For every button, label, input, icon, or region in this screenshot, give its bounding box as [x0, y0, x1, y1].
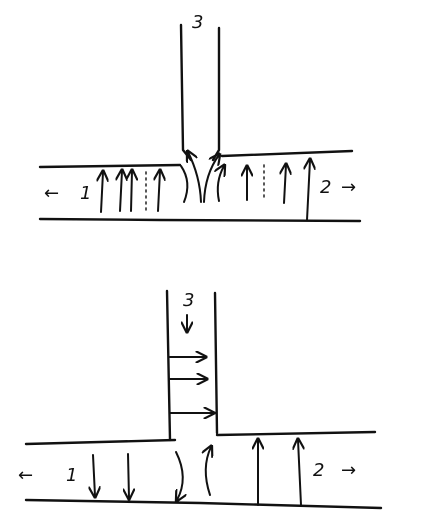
top-branch3-right-wall	[211, 26, 221, 162]
bottom-curve-down-icon	[176, 451, 183, 500]
bottom-arrow-down-icon	[93, 454, 95, 496]
top-junction-flow-arrows	[180, 152, 224, 203]
bottom-left-direction-arrow: ←	[18, 465, 33, 486]
bottom-velocity-arrows-left	[93, 451, 183, 500]
top-branch3-left-wall	[179, 23, 193, 162]
bottom-t-junction-diagram: 3 1 2 ← →	[18, 289, 383, 510]
top-label-branch-1: 1	[80, 183, 91, 204]
bottom-arrow-up-icon	[298, 440, 301, 506]
bottom-velocity-arrows-right	[206, 440, 301, 506]
bottom-channel-top-wall-right	[215, 430, 377, 437]
top-curve-left-icon	[180, 165, 189, 203]
bottom-label-branch-3: 3	[183, 290, 194, 311]
top-arrow-up-icon	[131, 171, 132, 212]
top-curve-right-icon	[218, 166, 224, 202]
top-channel-top-wall-right	[220, 149, 354, 158]
bottom-channel-bottom-wall	[24, 498, 383, 510]
top-arrow-up-icon	[101, 172, 103, 213]
bottom-branch3-left-wall	[165, 289, 172, 442]
top-split-arrow-left-icon	[188, 152, 202, 203]
top-velocity-arrows-right	[247, 160, 310, 221]
top-arrow-up-icon	[158, 171, 160, 212]
bottom-branch3-velocity-arrows	[169, 357, 213, 413]
top-label-branch-3: 3	[192, 12, 203, 33]
top-split-arrow-right-icon	[203, 155, 219, 203]
top-right-direction-arrow: →	[341, 177, 356, 198]
top-arrow-up-icon	[120, 171, 122, 212]
bottom-curve-up-icon	[206, 447, 211, 496]
top-channel-top-wall-left	[38, 163, 182, 169]
bottom-label-branch-2: 2	[313, 460, 324, 481]
top-left-direction-arrow: ←	[44, 183, 59, 204]
bottom-label-branch-1: 1	[66, 465, 77, 486]
top-velocity-arrows-left	[101, 171, 160, 213]
bottom-right-direction-arrow: →	[341, 460, 356, 481]
top-channel-bottom-wall	[38, 217, 362, 223]
top-t-junction-diagram: 3 1 2 ← →	[38, 12, 362, 223]
bottom-branch3-right-wall	[213, 291, 219, 435]
top-arrow-up-icon	[284, 165, 286, 204]
bottom-arrow-down-icon	[128, 453, 129, 498]
top-label-branch-2: 2	[320, 177, 331, 198]
top-arrow-up-icon	[307, 160, 310, 221]
bottom-channel-top-wall-left	[24, 438, 177, 446]
